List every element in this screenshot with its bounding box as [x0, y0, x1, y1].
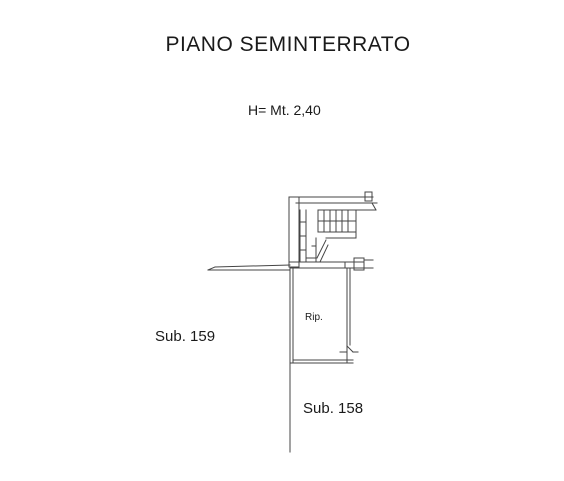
neighbor-unit-left-label: Sub. 159: [155, 328, 216, 345]
neighbor-unit-below-label: Sub. 158: [303, 400, 364, 417]
storage-room-label: Rip.: [305, 312, 323, 323]
storage-room: [289, 267, 359, 453]
floor-plan-title: PIANO SEMINTERRATO: [165, 33, 411, 56]
corridor-wall: [289, 257, 374, 271]
staircase-block: [288, 191, 378, 268]
ground-line: [207, 264, 291, 271]
ceiling-height-note: H= Mt. 2,40: [248, 102, 321, 118]
